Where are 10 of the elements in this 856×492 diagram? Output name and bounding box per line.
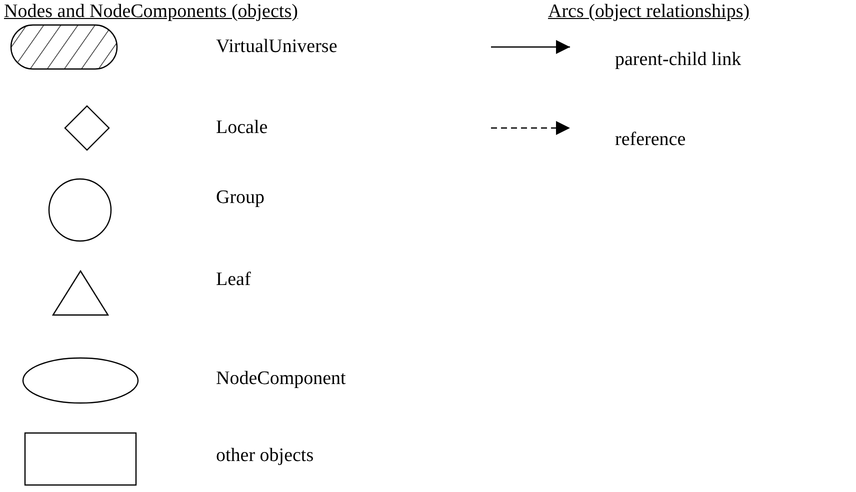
- legend-label: other objects: [216, 445, 314, 467]
- legend-label: VirtualUniverse: [216, 36, 338, 58]
- legend-label: Leaf: [216, 269, 251, 291]
- legend-label: parent-child link: [615, 49, 742, 71]
- legend-label: Group: [216, 187, 265, 209]
- legend-label: reference: [615, 129, 686, 151]
- legend-label: NodeComponent: [216, 368, 346, 390]
- legend-label: Locale: [216, 117, 268, 139]
- section-heading: Nodes and NodeComponents (objects): [4, 1, 298, 23]
- section-heading: Arcs (object relationships): [548, 1, 750, 23]
